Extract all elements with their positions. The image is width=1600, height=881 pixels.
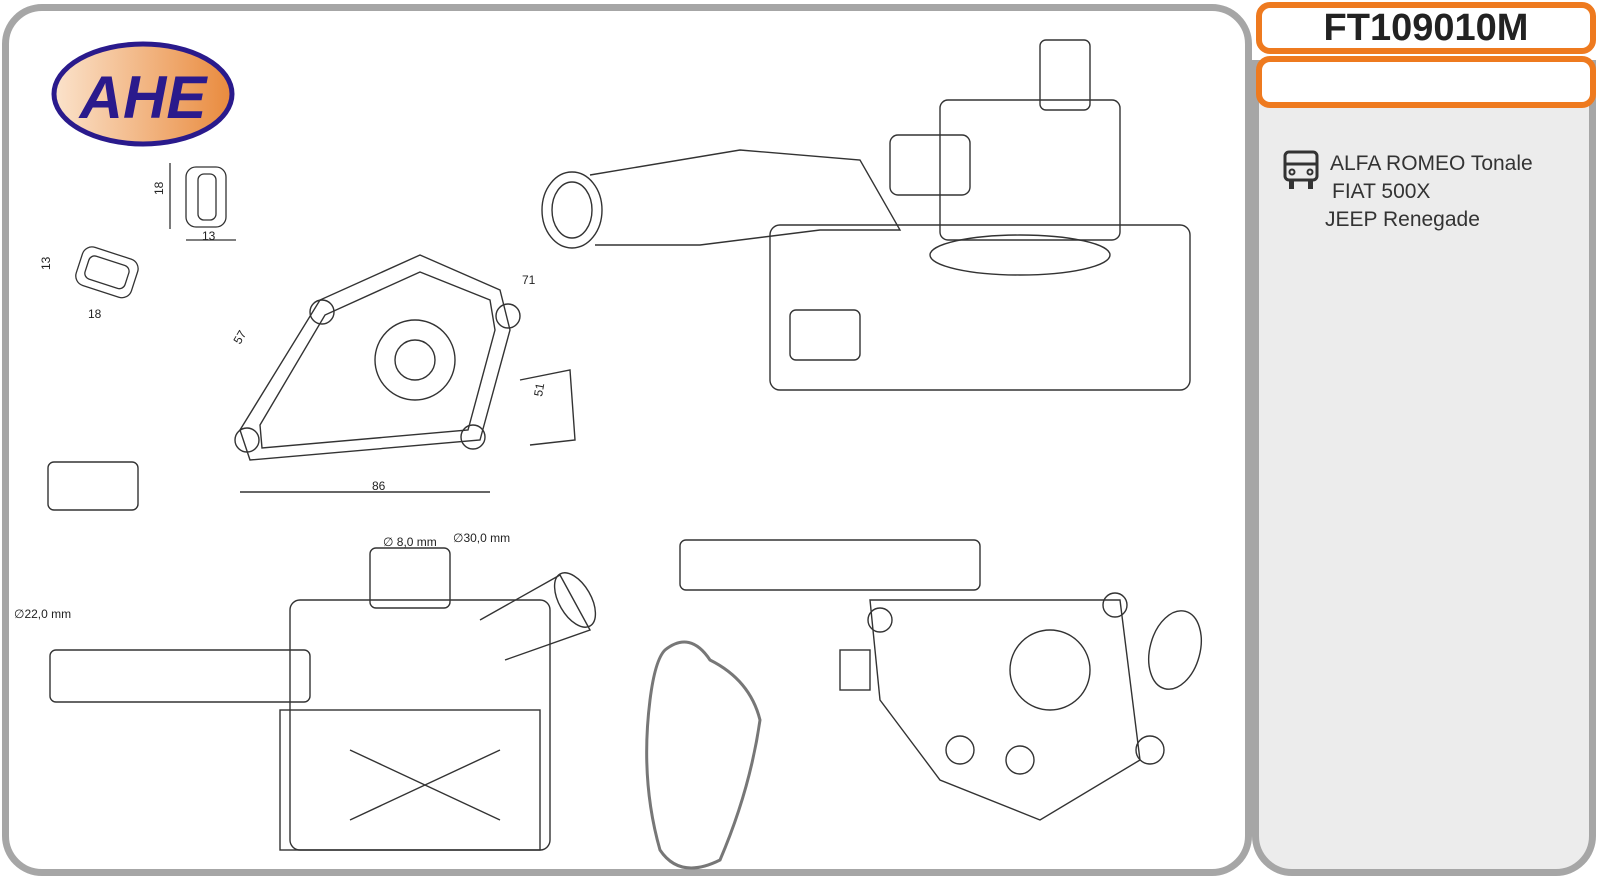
thermostat-front-view xyxy=(47,254,576,511)
technical-drawing-panel xyxy=(2,4,1252,876)
blank-field xyxy=(1256,56,1596,108)
dim-label: ∅30,0 mm xyxy=(453,531,510,545)
dim-label: 57 xyxy=(230,328,249,347)
dim-label: ∅22,0 mm xyxy=(14,607,71,621)
application-item: JEEP Renegade xyxy=(1325,208,1480,231)
ahe-logo: AHE xyxy=(51,41,235,147)
part-code: FT109010M xyxy=(1256,2,1596,54)
thermostat-rear-view xyxy=(679,539,1202,821)
drawings: AHE 18 13 13 18 57 71 51 86 ∅ 8,0 mm ∅30… xyxy=(14,39,1202,870)
thermostat-side-view xyxy=(49,547,597,851)
dim-label: 51 xyxy=(531,382,547,398)
application-item: FIAT 500X xyxy=(1332,180,1431,203)
connector-dimension-views xyxy=(75,163,236,299)
dim-label: 18 xyxy=(88,307,102,321)
gasket xyxy=(645,640,762,870)
vehicle-icon xyxy=(1283,150,1319,189)
applications-list: ALFA ROMEO Tonale FIAT 500X JEEP Renegad… xyxy=(1282,150,1533,234)
dim-label: 86 xyxy=(372,479,386,493)
thermostat-iso-view xyxy=(541,39,1191,391)
dim-label: 13 xyxy=(202,229,216,243)
application-item: ALFA ROMEO Tonale xyxy=(1330,152,1533,175)
dim-label: 71 xyxy=(522,273,536,287)
dim-label: 18 xyxy=(152,181,166,195)
info-sidebar xyxy=(1252,60,1596,876)
dim-label: ∅ 8,0 mm xyxy=(383,535,437,549)
svg-text:AHE: AHE xyxy=(78,64,209,131)
dim-label: 13 xyxy=(39,256,53,270)
